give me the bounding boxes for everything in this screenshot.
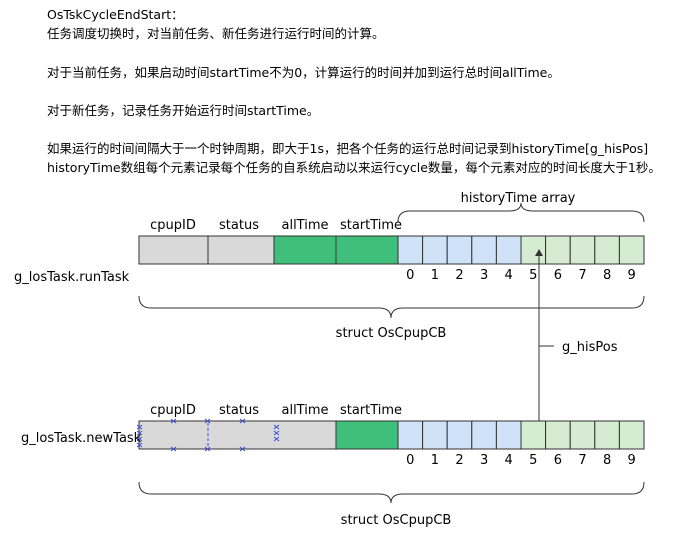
top-cell-alltime xyxy=(273,235,337,265)
bottom-struct-brace xyxy=(138,481,645,504)
bottom-struct-row xyxy=(138,420,645,450)
cross-divider-2 xyxy=(204,418,211,452)
bottom-history-cell-0 xyxy=(397,420,424,450)
bottom-index-4: 4 xyxy=(505,453,513,468)
top-history-cell-1 xyxy=(422,235,448,265)
bottom-index-labels: 0 1 2 3 4 5 6 7 8 9 xyxy=(406,453,636,468)
top-history-cell-4 xyxy=(495,235,522,265)
bottom-index-6: 6 xyxy=(554,453,562,468)
top-cell-cpupid xyxy=(138,235,209,265)
top-field-label-starttime: startTime xyxy=(340,218,402,233)
top-struct-row xyxy=(138,235,645,265)
bottom-history-cell-2 xyxy=(446,420,473,450)
bottom-index-1: 1 xyxy=(431,453,439,468)
cross-divider-3 xyxy=(239,418,246,452)
bottom-history-cell-6 xyxy=(545,420,571,450)
bottom-index-3: 3 xyxy=(480,453,488,468)
top-cell-starttime xyxy=(335,235,399,265)
top-index-0: 0 xyxy=(406,268,414,283)
top-history-cell-6 xyxy=(545,235,571,265)
bottom-index-9: 9 xyxy=(628,453,636,468)
bottom-history-cell-4 xyxy=(495,420,522,450)
top-history-cell-0 xyxy=(397,235,424,265)
top-history-cell-9 xyxy=(618,235,645,265)
bottom-index-7: 7 xyxy=(578,453,586,468)
top-index-3: 3 xyxy=(480,268,488,283)
heading: OsTskCycleEndStart： xyxy=(47,7,184,22)
bottom-history-cell-7 xyxy=(569,420,596,450)
description-line-3: 对于新任务，记录任务开始运行时间startTime。 xyxy=(47,103,320,118)
top-index-labels: 0 1 2 3 4 5 6 7 8 9 xyxy=(406,268,636,283)
top-index-7: 7 xyxy=(578,268,586,283)
bottom-divider-markers xyxy=(136,418,280,452)
bottom-field-label-alltime: allTime xyxy=(281,403,328,418)
bottom-task-label: g_losTask.newTask xyxy=(21,431,142,446)
bottom-field-label-starttime: startTime xyxy=(340,403,402,418)
bottom-cell-starttime xyxy=(335,420,399,450)
description-line-4: 如果运行的时间间隔大于一个时钟周期，即大于1s，把各个任务的运行总时间记录到hi… xyxy=(47,141,649,156)
top-index-4: 4 xyxy=(505,268,513,283)
bottom-history-cell-8 xyxy=(594,420,620,450)
top-task-label: g_losTask.runTask xyxy=(14,270,130,285)
bottom-history-cell-5 xyxy=(520,420,547,450)
top-history-cell-5 xyxy=(520,235,547,265)
bottom-field-label-cpupid: cpupID xyxy=(150,403,196,418)
cross-divider-1 xyxy=(170,418,177,452)
top-index-8: 8 xyxy=(603,268,611,283)
top-index-6: 6 xyxy=(554,268,562,283)
pointer-label: g_hisPos xyxy=(562,340,618,355)
bottom-history-cell-3 xyxy=(471,420,497,450)
bottom-struct-label: struct OsCpupCB xyxy=(341,513,452,528)
array-label: historyTime array xyxy=(461,191,576,206)
bottom-index-2: 2 xyxy=(455,453,463,468)
cross-divider-left xyxy=(136,424,143,448)
top-struct-brace xyxy=(138,295,645,319)
bottom-history-cell-1 xyxy=(422,420,448,450)
top-field-label-status: status xyxy=(219,218,259,233)
description-line-2: 对于当前任务，如果启动时间startTime不为0，计算运行的时间并加到运行总时… xyxy=(47,65,560,80)
top-history-cell-8 xyxy=(594,235,620,265)
bottom-history-cell-9 xyxy=(618,420,645,450)
top-history-cell-2 xyxy=(446,235,473,265)
top-field-label-cpupid: cpupID xyxy=(150,218,196,233)
bottom-index-5: 5 xyxy=(529,453,537,468)
top-field-label-alltime: allTime xyxy=(281,218,328,233)
cross-divider-4 xyxy=(273,424,280,442)
top-history-cell-3 xyxy=(471,235,497,265)
bottom-index-0: 0 xyxy=(406,453,414,468)
top-index-1: 1 xyxy=(431,268,439,283)
top-history-cell-7 xyxy=(569,235,596,265)
array-brace xyxy=(397,202,645,223)
bottom-cell-grey xyxy=(138,420,337,450)
description-line-1: 任务调度切换时，对当前任务、新任务进行运行时间的计算。 xyxy=(47,26,385,41)
top-index-2: 2 xyxy=(455,268,463,283)
top-cell-status xyxy=(207,235,275,265)
description-line-5: historyTime数组每个元素记录每个任务的自系统启动以来运行cycle数量… xyxy=(47,160,661,175)
top-struct-label: struct OsCpupCB xyxy=(336,326,447,341)
top-index-9: 9 xyxy=(628,268,636,283)
top-index-5: 5 xyxy=(529,268,537,283)
bottom-index-8: 8 xyxy=(603,453,611,468)
bottom-field-label-status: status xyxy=(219,403,259,418)
